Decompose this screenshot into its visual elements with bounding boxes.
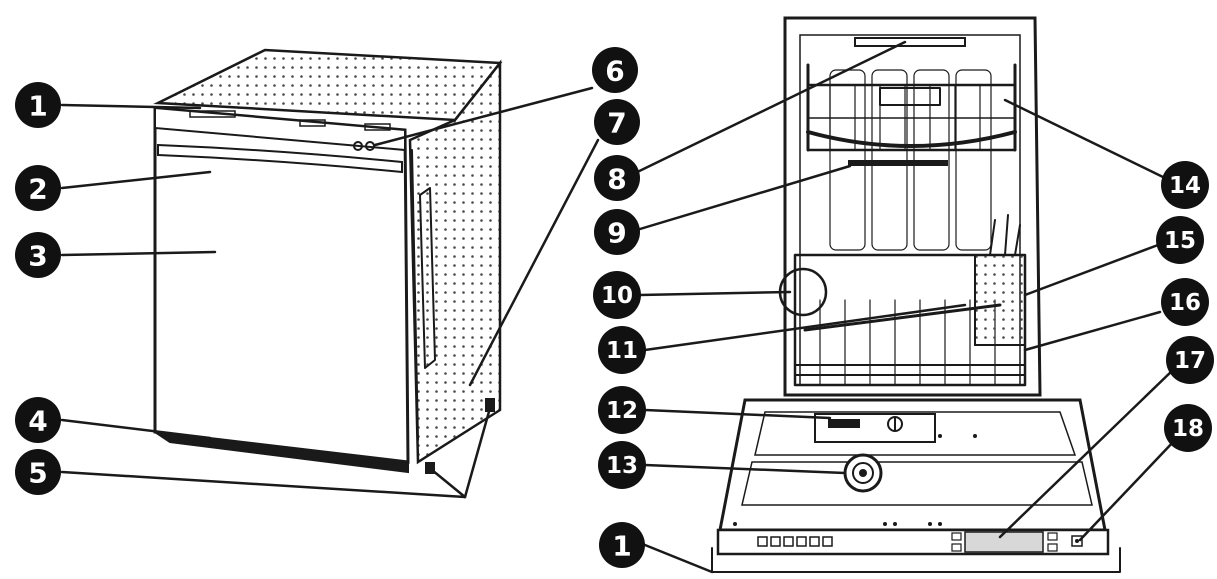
callout-badge-1-right: 1 — [599, 522, 645, 568]
control-buttons — [189, 110, 236, 118]
callout-badge-16: 16 — [1161, 278, 1209, 326]
callout-label: 4 — [28, 405, 47, 438]
middle-spray-arm — [848, 160, 948, 166]
display-panel — [964, 531, 1044, 553]
side-hose — [411, 149, 419, 441]
door-inner-liner — [754, 411, 1077, 456]
callout-label: 12 — [606, 398, 638, 424]
callout-label: 6 — [605, 55, 624, 88]
callout-badge-5: 5 — [15, 449, 61, 495]
lower-rack — [793, 253, 1027, 387]
callout-label: 3 — [28, 240, 47, 273]
callout-label: 14 — [1169, 173, 1201, 199]
callout-label: 18 — [1172, 416, 1204, 442]
leader-lines-right — [623, 40, 1177, 574]
callouts: 1 2 3 4 5 6 7 8 9 10 11 12 13 1 14 15 16… — [15, 47, 1214, 568]
detergent-dispenser — [814, 413, 936, 443]
callout-label: 15 — [1164, 228, 1196, 254]
callout-badge-17: 17 — [1166, 336, 1214, 384]
callout-badge-4: 4 — [15, 397, 61, 443]
indicator-light — [365, 141, 375, 151]
toe-kick — [154, 431, 409, 474]
callout-badge-9: 9 — [594, 209, 640, 255]
filter-assembly — [843, 453, 883, 493]
side-hose — [419, 187, 436, 369]
callout-badge-1-left: 1 — [15, 82, 61, 128]
callout-label: 10 — [601, 283, 633, 309]
upper-spray-arm — [854, 37, 966, 47]
callout-label: 9 — [607, 217, 626, 250]
callout-badge-11: 11 — [598, 326, 646, 374]
door-inner-liner — [741, 461, 1093, 506]
callout-badge-13: 13 — [598, 441, 646, 489]
callout-label: 11 — [606, 338, 638, 364]
callout-label: 5 — [28, 457, 47, 490]
front-control-strip — [716, 522, 1110, 556]
callout-badge-7: 7 — [594, 99, 640, 145]
callout-badge-3: 3 — [15, 232, 61, 278]
upper-rack — [806, 63, 1017, 152]
callout-badge-2: 2 — [15, 165, 61, 211]
callout-badge-6: 6 — [592, 47, 638, 93]
open-dishwasher-illustration — [711, 16, 1121, 573]
control-panel-bracket — [711, 547, 1121, 573]
callout-label: 16 — [1169, 290, 1201, 316]
callout-badge-18: 18 — [1164, 404, 1212, 452]
callout-badge-8: 8 — [594, 155, 640, 201]
indicator-light — [353, 141, 363, 151]
closed-dishwasher-illustration — [153, 48, 503, 474]
callout-label: 8 — [607, 163, 626, 196]
leveling-leg — [425, 462, 435, 474]
silverware-basket — [974, 214, 1026, 346]
callout-label: 1 — [28, 90, 47, 123]
callout-label: 17 — [1174, 348, 1206, 374]
leveling-leg — [485, 398, 495, 412]
callout-badge-10: 10 — [593, 271, 641, 319]
callout-label: 2 — [28, 173, 47, 206]
callout-badge-15: 15 — [1156, 216, 1204, 264]
callout-badge-14: 14 — [1161, 161, 1209, 209]
door-handle — [157, 143, 403, 174]
callout-label: 7 — [607, 107, 626, 140]
leader-lines-left — [60, 86, 600, 499]
cabinet-top — [153, 48, 503, 122]
control-buttons — [364, 123, 391, 131]
callout-badge-12: 12 — [598, 386, 646, 434]
callout-label: 1 — [612, 530, 631, 563]
control-buttons — [299, 119, 326, 127]
callout-label: 13 — [606, 453, 638, 479]
control-panel — [154, 106, 406, 152]
